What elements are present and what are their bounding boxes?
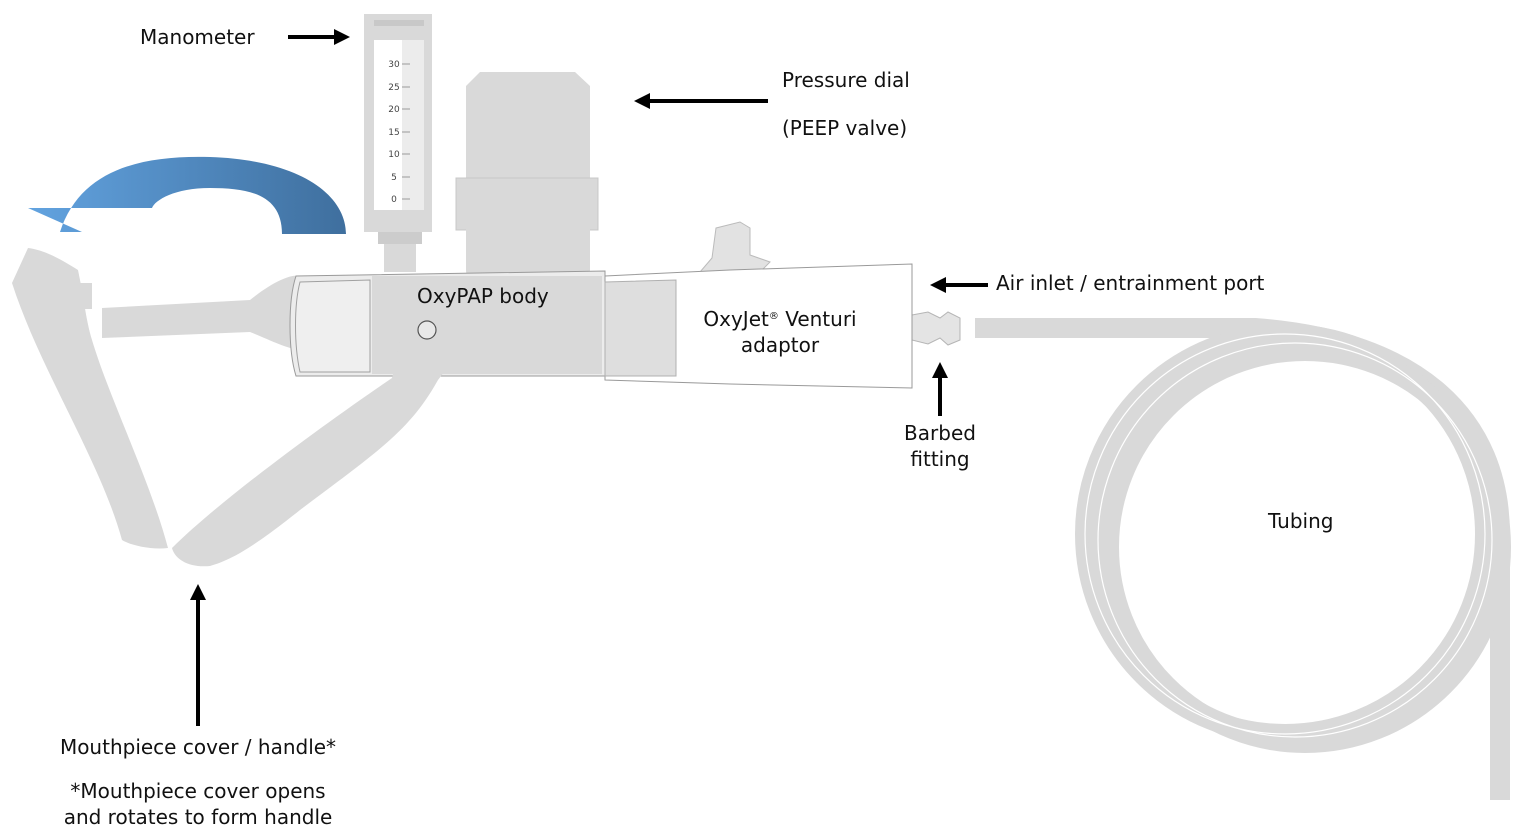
manometer [364, 14, 432, 272]
scale-label-30: 30 [388, 60, 400, 70]
pointer-arrows [190, 29, 988, 726]
pressure-dial-label: Pressure dial [782, 68, 910, 92]
rotation-arrow-icon [28, 156, 346, 234]
mouthpiece-cover [12, 248, 168, 549]
top-connector [698, 221, 771, 273]
air-inlet-label: Air inlet / entrainment port [996, 271, 1265, 295]
manometer-scale: 30 25 20 15 10 5 0 [388, 60, 400, 205]
mouthpiece [102, 275, 300, 350]
hinge-icon [417, 320, 437, 340]
barbed-fitting [911, 311, 961, 346]
note-line2: and rotates to form handle [63, 805, 333, 829]
venturi-label-suffix: Venturi [778, 307, 857, 331]
venturi-adaptor-label: OxyJet® Venturi adaptor [680, 306, 880, 358]
scale-label-15: 15 [388, 128, 399, 138]
scale-label-5: 5 [391, 173, 397, 183]
scale-label-20: 20 [388, 105, 400, 115]
registered-mark: ® [768, 311, 779, 322]
venturi-adaptor [604, 263, 913, 389]
scale-label-10: 10 [388, 150, 400, 160]
pressure-dial [455, 72, 599, 285]
barbed-fitting-label: Barbed fitting [880, 420, 1000, 472]
mouthpiece-label: Mouthpiece cover / handle* [59, 735, 337, 759]
oxypap-body-label: OxyPAP body [417, 284, 549, 308]
tubing-label: Tubing [1268, 509, 1334, 533]
barbed-label-line2: fitting [910, 447, 970, 471]
note-line1: *Mouthpiece cover opens [70, 779, 326, 803]
manometer-label: Manometer [140, 25, 255, 49]
venturi-label-name: OxyJet [703, 307, 769, 331]
scale-label-25: 25 [388, 83, 399, 93]
handle-arm [172, 294, 462, 567]
venturi-label-line2: adaptor [740, 333, 820, 357]
peep-valve-label: (PEEP valve) [782, 116, 908, 140]
scale-label-0: 0 [391, 195, 397, 205]
barbed-label-line1: Barbed [904, 421, 976, 445]
